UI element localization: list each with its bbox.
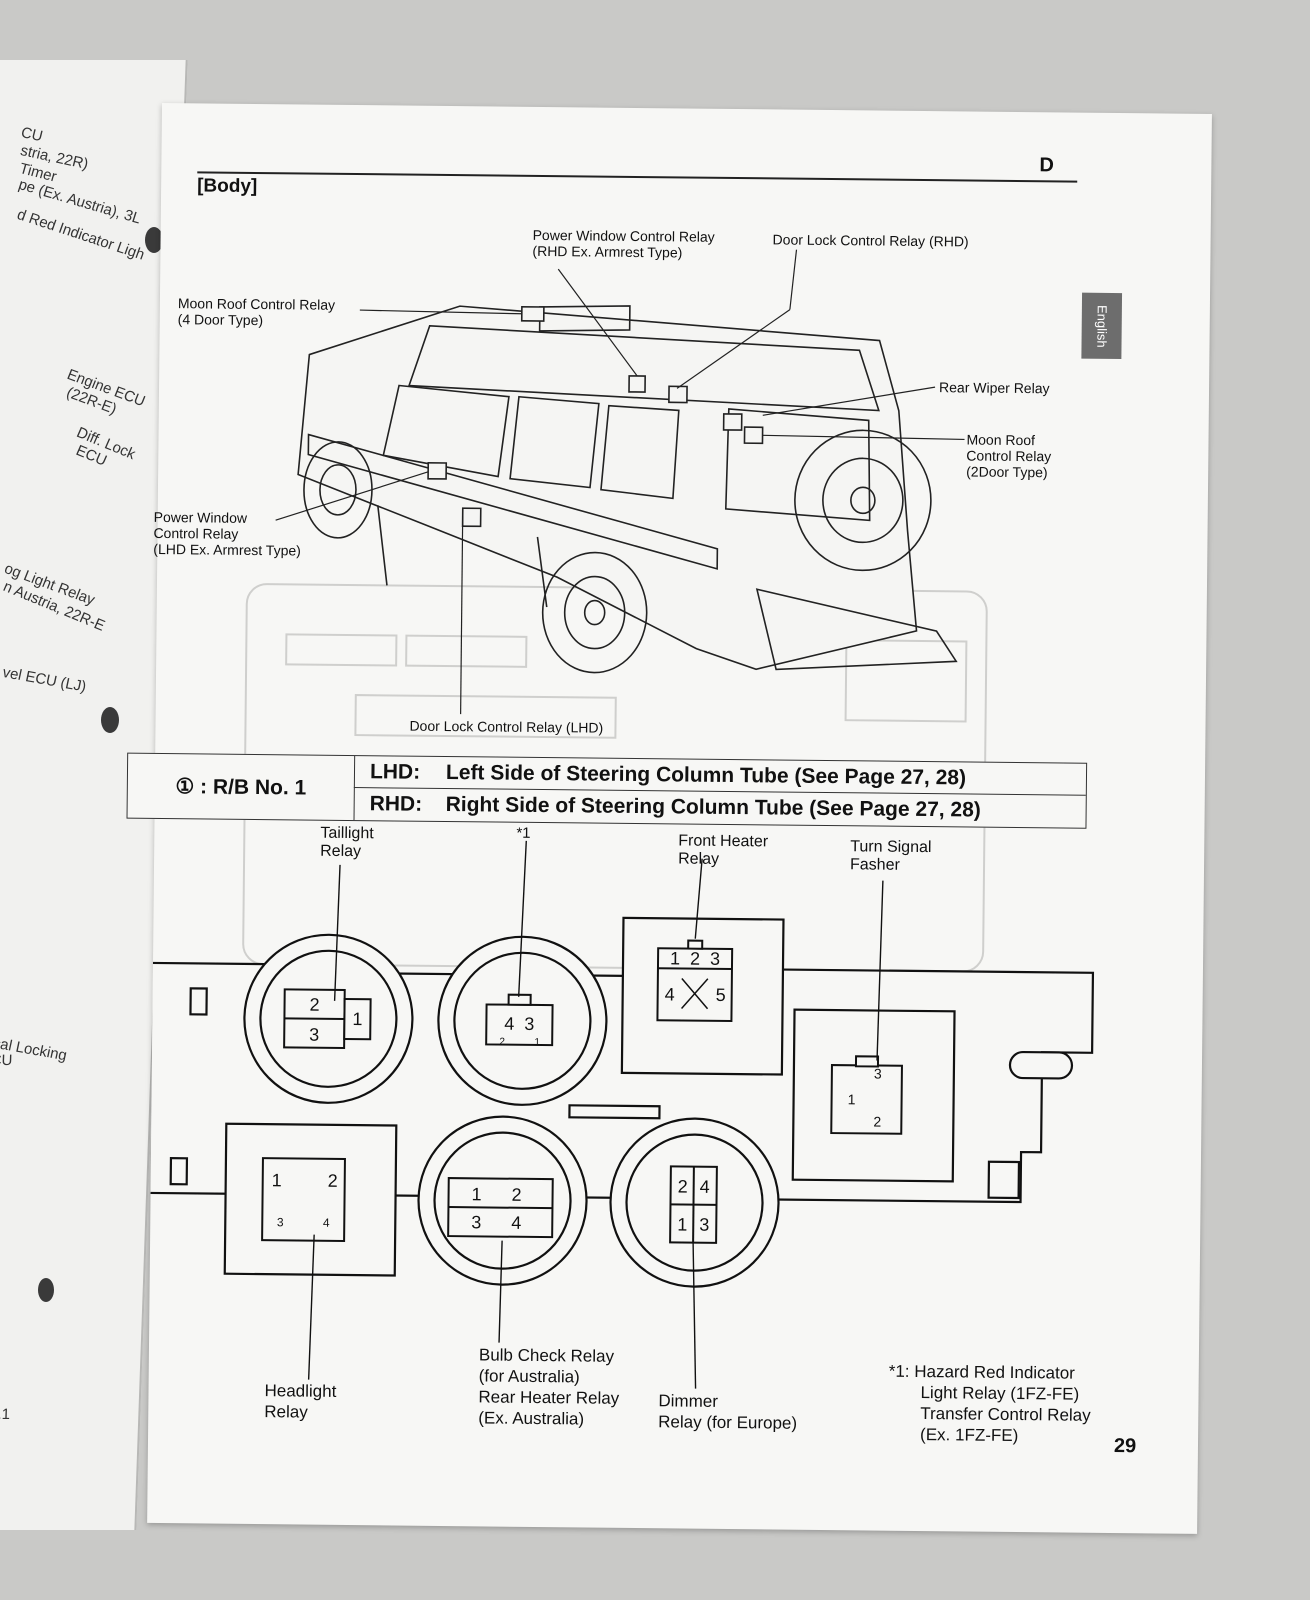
bulb-check-label-line3: Rear Heater Relay: [478, 1387, 620, 1408]
bulb-check-label-line2: (for Australia): [478, 1366, 580, 1387]
connector-cross: [680, 978, 709, 1010]
headlight-label-line2: Relay: [264, 1402, 308, 1422]
moon-roof-2door-label-line2: Control Relay: [966, 447, 1052, 465]
pin-numbers: 2 3 1 4 3 2 1 1 2 3 4 5 3 1 2 1 2 3 4 1: [272, 948, 882, 1235]
rb-title: ① : R/B No. 1: [127, 753, 356, 821]
pin-number: 1: [534, 1037, 540, 1048]
pin-number: 3: [874, 1066, 882, 1082]
relay-connectors: [261, 939, 903, 1244]
taillight-label-line2: Relay: [320, 842, 362, 861]
pin-number: 4: [700, 1177, 710, 1197]
front-heater-label-line2: Relay: [678, 850, 720, 868]
pin-number: 1: [670, 948, 680, 968]
vehicle-drawing: [297, 305, 958, 674]
rb-location-box: ① : R/B No. 1 LHD: Left Side of Steering …: [126, 752, 1088, 829]
pin-number: 1: [272, 1170, 282, 1190]
dimmer-label-line1: Dimmer: [658, 1391, 719, 1411]
footnote-line: Transfer Control Relay: [920, 1404, 1091, 1425]
relay-location-diagram: 2 3 1 4 3 2 1 1 2 3 4 5 3 1 2 1 2 3 4 1: [147, 249, 1095, 1389]
relay-leader-lines: [307, 840, 884, 1389]
pin-number: 3: [524, 1014, 534, 1034]
power-window-lhd-label-line3: (LHD Ex. Armrest Type): [153, 540, 301, 559]
rb-row-key: RHD:: [369, 792, 423, 816]
footnote-line: (Ex. 1FZ-FE): [919, 1425, 1019, 1446]
pin-number: 4: [665, 984, 675, 1004]
pin-number: 3: [277, 1215, 284, 1229]
pin-number: 2: [309, 995, 319, 1015]
pin-number: 4: [504, 1014, 514, 1034]
moon-roof-4door-label-line1: Moon Roof Control Relay: [177, 295, 336, 313]
power-window-lhd-label-line2: Control Relay: [153, 524, 239, 542]
footnote-line: Light Relay (1FZ-FE): [920, 1383, 1080, 1404]
pin-number: 2: [690, 949, 700, 969]
pin-number: 2: [499, 1037, 505, 1048]
bulb-check-label-line4: (Ex. Australia): [478, 1408, 585, 1429]
door-lock-lhd-label: Door Lock Control Relay (LHD): [409, 717, 604, 736]
pin-number: 1: [471, 1184, 481, 1204]
pin-number: 3: [710, 949, 720, 969]
taillight-label-line1: Taillight: [320, 824, 374, 843]
bulb-check-label-line1: Bulb Check Relay: [478, 1345, 615, 1366]
power-window-rhd-label-line1: Power Window Control Relay: [532, 226, 715, 245]
pin-number: 1: [677, 1214, 687, 1234]
rear-wiper-label: Rear Wiper Relay: [938, 379, 1050, 397]
star1-label: *1: [516, 824, 531, 842]
rb-row-text: Left Side of Steering Column Tube (See P…: [445, 761, 967, 790]
manual-page: D [Body] English: [126, 103, 1212, 1534]
moon-roof-2door-label-line1: Moon Roof: [966, 431, 1036, 449]
pin-number: 2: [511, 1185, 521, 1205]
headlight-label-line1: Headlight: [264, 1381, 337, 1401]
pin-number: 3: [309, 1025, 319, 1045]
moon-roof-4door-label-line2: (4 Door Type): [177, 311, 264, 329]
pin-number: 5: [716, 985, 726, 1005]
pin-number: 2: [873, 1114, 881, 1130]
pin-number: 1: [848, 1091, 856, 1107]
pin-number: 1: [352, 1009, 362, 1029]
power-window-rhd-label-line2: (RHD Ex. Armrest Type): [532, 242, 683, 261]
footnote-line: *1: Hazard Red Indicator: [888, 1361, 1076, 1383]
pin-number: 3: [471, 1212, 481, 1232]
pin-number: 2: [328, 1171, 338, 1191]
dimmer-label-line2: Relay (for Europe): [658, 1412, 798, 1433]
power-window-lhd-label-line1: Power Window: [153, 508, 248, 526]
pin-number: 3: [699, 1215, 709, 1235]
front-heater-label-line1: Front Heater: [678, 832, 769, 851]
pin-number: 4: [323, 1216, 330, 1230]
moon-roof-2door-label-line3: (2Door Type): [966, 463, 1048, 481]
pin-number: 2: [678, 1176, 688, 1196]
rb-row-text: Right Side of Steering Column Tube (See …: [445, 793, 981, 822]
vehicle-leader-lines: [275, 249, 965, 715]
turn-signal-label-line2: Fasher: [849, 856, 900, 874]
footnote: *1: Hazard Red Indicator Light Relay (1F…: [888, 1361, 1091, 1447]
door-lock-rhd-label: Door Lock Control Relay (RHD): [772, 231, 969, 250]
rb-row-key: LHD:: [369, 760, 421, 784]
turn-signal-label-line1: Turn Signal: [850, 838, 932, 857]
pin-number: 4: [511, 1213, 521, 1233]
rb-row-rhd: RHD: Right Side of Steering Column Tube (…: [354, 788, 1086, 828]
page-number: 29: [1113, 1435, 1137, 1458]
